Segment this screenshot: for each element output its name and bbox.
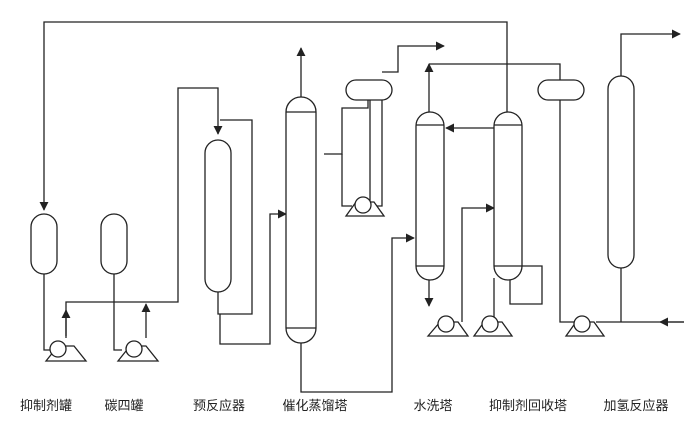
recovery-pump	[472, 315, 514, 337]
water-wash-tower	[415, 111, 445, 281]
inhibitor-recycle-line	[39, 21, 508, 211]
overhead-to-wash-line	[382, 41, 445, 73]
wash-bottom-pump	[426, 315, 470, 337]
c4-tank-bottom-line	[113, 272, 122, 351]
label-hydrogenation-reactor: 加氢反应器	[603, 399, 669, 414]
inhibitor-tank-bottom-line	[43, 272, 52, 351]
label-c4-tank: 碳四罐	[104, 399, 144, 414]
reflux-drum	[345, 79, 393, 101]
reflux-pump-line	[341, 154, 352, 207]
c4-tank	[100, 213, 128, 275]
reflux-drum-drain-line	[369, 100, 383, 207]
hydrogen-feed-line	[559, 100, 574, 323]
inhibitor-tank	[30, 213, 58, 275]
hydrogen-drum	[537, 79, 585, 101]
label-water-wash-tower: 水洗塔	[413, 399, 453, 414]
pre-reactor	[204, 139, 232, 293]
recovery-feed-line	[461, 203, 495, 322]
recovery-bottom-loop	[509, 265, 543, 305]
catalytic-distillation-tower	[285, 96, 317, 344]
reflux-line	[324, 100, 369, 155]
label-inhibitor-tank: 抑制剂罐	[19, 399, 73, 414]
feed-header-line	[65, 87, 223, 338]
label-pre-reactor: 预反应器	[192, 399, 246, 414]
reflux-pump	[344, 196, 386, 217]
pre-reactor-outlet-line-1	[217, 119, 253, 315]
label-inhibitor-recovery-tower: 抑制剂回收塔	[488, 399, 568, 414]
label-catalytic-distillation-tower: 催化蒸馏塔	[282, 399, 348, 414]
distillation-bottoms-line	[300, 233, 415, 393]
wash-to-hydrogen-line	[429, 63, 561, 84]
inhibitor-recovery-tower	[493, 111, 523, 281]
inhibitor-pump	[44, 340, 88, 362]
pre-reactor-outlet-line-2	[219, 209, 287, 345]
hydrogenation-pump	[564, 315, 606, 337]
hydrogenation-top-line	[620, 29, 681, 76]
hydrogenation-reactor	[607, 75, 635, 269]
c4-pump	[116, 340, 160, 362]
